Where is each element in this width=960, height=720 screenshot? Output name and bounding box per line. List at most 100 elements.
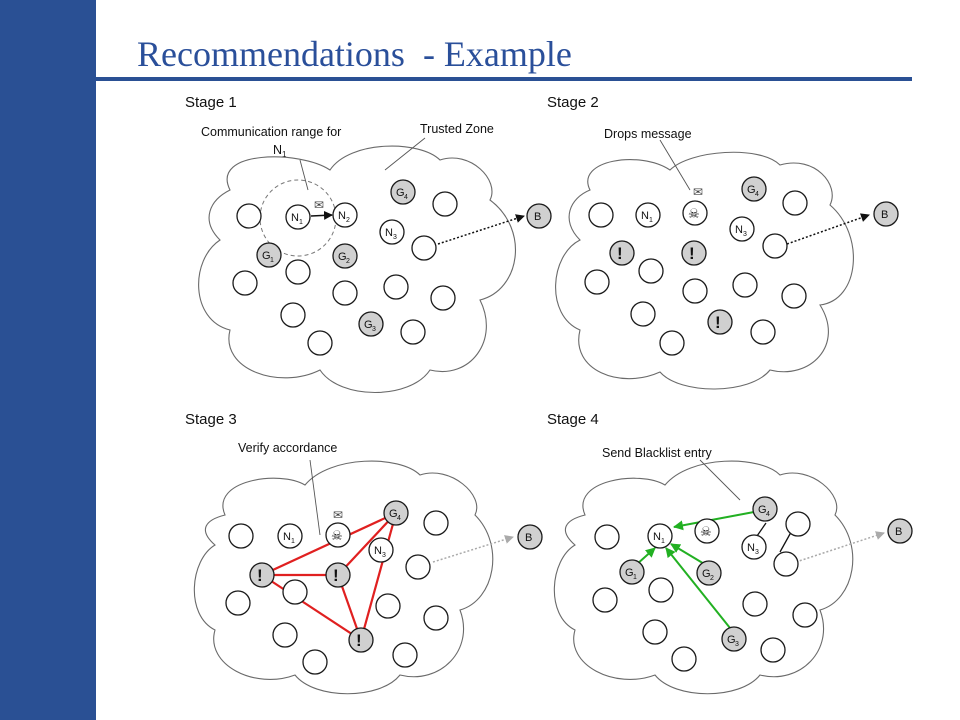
svg-text:B: B: [525, 532, 532, 544]
svg-text:!: !: [715, 313, 721, 332]
annotation-comm-range-node: N1: [273, 143, 287, 159]
svg-text:N: N: [283, 531, 291, 543]
stage-2-node-b: B: [873, 201, 899, 227]
callout-verify-accordance: [309, 459, 321, 536]
svg-text:G: G: [338, 251, 347, 263]
stage-4-malicious-node: ☠: [694, 518, 720, 544]
annotation-send-blacklist: Send Blacklist entry: [602, 446, 713, 460]
svg-text:N: N: [747, 542, 755, 554]
svg-text:!: !: [333, 566, 339, 585]
stage-1-label: Stage 1: [185, 94, 237, 111]
svg-text:G: G: [389, 508, 398, 520]
skull-icon: ☠: [331, 528, 343, 543]
stage-4-g4-n3-link: [756, 522, 767, 537]
slide-title: Recommendations - Example: [137, 34, 572, 74]
svg-text:N: N: [374, 545, 382, 557]
stage-1-panel: Stage 1 Communication range for N1 Trust…: [185, 94, 552, 394]
stage-4-path-to-b: [795, 531, 885, 563]
svg-text:4: 4: [404, 194, 408, 201]
svg-text:!: !: [617, 244, 623, 263]
svg-text:G: G: [364, 319, 373, 331]
envelope-icon: ✉: [693, 185, 703, 199]
stage-2-trusted-zone-cloud: [555, 151, 854, 390]
callout-trusted-zone: [384, 137, 426, 171]
stage-1-send-arrow: [310, 210, 333, 220]
stage-3-guard-alert-1: !: [249, 562, 275, 588]
svg-text:4: 4: [397, 515, 401, 522]
stage-3-path-to-b: [432, 535, 514, 563]
annotation-comm-range: Communication range for: [201, 125, 341, 139]
skull-icon: ☠: [700, 524, 712, 539]
svg-text:N: N: [385, 227, 393, 239]
annotation-trusted-zone: Trusted Zone: [420, 122, 494, 136]
svg-text:!: !: [356, 631, 362, 650]
stage-3-guard-alert-3: !: [348, 627, 374, 653]
stage-2-path-to-b: [786, 213, 870, 245]
svg-text:G: G: [747, 184, 756, 196]
svg-text:N: N: [653, 531, 661, 543]
svg-text:1: 1: [633, 574, 637, 581]
annotation-verify-accordance: Verify accordance: [238, 441, 337, 455]
stage-2-malicious-node: ☠: [682, 200, 708, 226]
callout-drops-message: [659, 139, 691, 191]
svg-text:B: B: [534, 211, 541, 223]
svg-text:4: 4: [755, 191, 759, 198]
callout-send-blacklist: [699, 459, 741, 501]
envelope-icon: ✉: [314, 198, 324, 212]
title-underline: [32, 77, 912, 81]
svg-text:G: G: [396, 187, 405, 199]
stage-3-node-b: B: [517, 524, 543, 550]
svg-text:B: B: [881, 209, 888, 221]
svg-text:N: N: [291, 212, 299, 224]
stage-1-trusted-zone-cloud: [198, 145, 516, 394]
stage-3-malicious-node: ☠: [325, 522, 351, 548]
svg-text:!: !: [689, 244, 695, 263]
svg-text:3: 3: [393, 234, 397, 241]
stage-3-label: Stage 3: [185, 411, 237, 428]
svg-text:2: 2: [346, 258, 350, 265]
stage-2-guard-alert-1: !: [609, 240, 635, 266]
stage-2-guard-alert-3: !: [707, 309, 733, 335]
svg-text:3: 3: [372, 326, 376, 333]
svg-text:1: 1: [270, 257, 274, 264]
skull-icon: ☠: [688, 206, 700, 221]
svg-text:3: 3: [382, 552, 386, 559]
svg-text:N: N: [735, 224, 743, 236]
stage-1-node-b: B: [526, 203, 552, 229]
svg-text:1: 1: [649, 217, 653, 224]
svg-text:G: G: [625, 567, 634, 579]
svg-text:B: B: [895, 526, 902, 538]
svg-text:1: 1: [291, 538, 295, 545]
stage-2-guard-alert-2: !: [681, 240, 707, 266]
svg-text:1: 1: [299, 219, 303, 226]
callout-comm-range: [299, 159, 309, 191]
stage-2-label: Stage 2: [547, 94, 599, 111]
annotation-drops-message: Drops message: [604, 127, 692, 141]
svg-text:2: 2: [346, 217, 350, 224]
stage-1-plain-nodes: [232, 191, 458, 356]
svg-text:3: 3: [743, 231, 747, 238]
stage-4-label: Stage 4: [547, 411, 599, 428]
svg-text:G: G: [262, 250, 271, 262]
svg-text:1: 1: [661, 538, 665, 545]
